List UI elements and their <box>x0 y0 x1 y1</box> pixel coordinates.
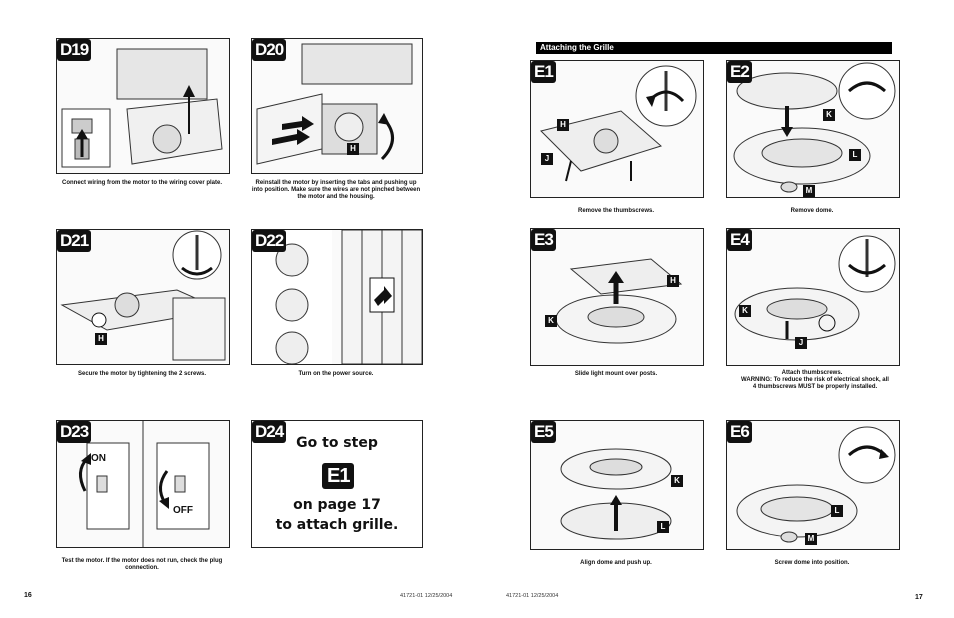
step-badge: E2 <box>727 61 752 83</box>
step-caption: Slide light mount over posts. <box>574 371 658 377</box>
remove-thumbscrews-illustration <box>540 65 697 182</box>
callout-m: M <box>803 185 815 197</box>
step-caption: Connect wiring from the motor to the wir… <box>61 180 222 186</box>
step-badge: D19 <box>57 39 92 61</box>
right-footer-id: 41721-01 12/25/2004 <box>506 593 559 599</box>
step-caption: Secure the motor by tightening the 2 scr… <box>77 371 207 377</box>
callout-h: H <box>95 333 107 345</box>
goto-line-3: to attach grille. <box>275 517 399 533</box>
callout-h: H <box>347 143 359 155</box>
motor-screws-illustration <box>60 230 226 361</box>
callout-h: H <box>557 119 569 131</box>
breaker-panel-illustration <box>252 230 422 364</box>
step-e6-illustration: E6 L M <box>726 420 900 550</box>
wall-switch-illustration <box>79 421 210 547</box>
right-page-number: 17 <box>915 594 923 601</box>
goto-line-2: on page 17 <box>293 497 381 513</box>
step-d20-illustration: D20 H <box>251 38 423 174</box>
callout-k: K <box>545 315 557 327</box>
motor-reinstall-illustration <box>256 43 413 165</box>
step-e2-illustration: E2 K L M <box>726 60 900 198</box>
remove-dome-illustration <box>733 62 896 193</box>
callout-j: J <box>795 337 807 349</box>
step-badge: D20 <box>252 39 287 61</box>
step-badge: E3 <box>531 229 556 251</box>
step-badge: D23 <box>57 421 92 443</box>
step-caption: Screw dome into position. <box>774 560 850 566</box>
step-d19-illustration: D19 <box>56 38 230 174</box>
callout-k: K <box>823 109 835 121</box>
step-caption: Remove dome. <box>790 208 834 214</box>
callout-h: H <box>667 275 679 287</box>
goto-line-1: Go to step <box>296 435 378 451</box>
left-footer-id: 41721-01 12/25/2004 <box>400 593 453 599</box>
step-d23-illustration: D23 ON OFF <box>56 420 230 548</box>
callout-m: M <box>805 533 817 545</box>
step-caption: Attach thumbscrews. <box>781 370 843 376</box>
slide-mount-illustration <box>555 258 683 344</box>
step-badge: D21 <box>57 230 92 252</box>
step-e4-illustration: E4 K J <box>726 228 900 366</box>
callout-l: L <box>849 149 861 161</box>
step-caption: Reinstall the motor by inserting the tab… <box>251 180 421 200</box>
step-caption: Remove the thumbscrews. <box>577 208 655 214</box>
step-d24-goto-box: D24 Go to step E1 on page 17 to attach g… <box>251 420 423 548</box>
attach-thumbscrews-illustration <box>734 235 896 341</box>
step-badge: E6 <box>727 421 752 443</box>
step-e1-illustration: E1 H J <box>530 60 704 198</box>
step-e3-illustration: E3 H K <box>530 228 704 366</box>
motor-wiring-illustration <box>61 48 223 168</box>
callout-k: K <box>671 475 683 487</box>
step-e5-illustration: E5 K L <box>530 420 704 550</box>
callout-k: K <box>739 305 751 317</box>
callout-l: L <box>831 505 843 517</box>
step-badge: D22 <box>252 230 287 252</box>
step-warning: WARNING: To reduce the risk of electrica… <box>741 377 889 390</box>
step-d21-illustration: D21 H <box>56 229 230 365</box>
switch-on-label: ON <box>91 453 106 464</box>
screw-dome-illustration <box>736 426 896 543</box>
step-caption: Test the motor. If the motor does not ru… <box>61 558 223 571</box>
step-caption: Turn on the power source. <box>298 371 374 377</box>
step-badge: E4 <box>727 229 752 251</box>
section-title: Attaching the Grille <box>536 42 892 54</box>
callout-j: J <box>541 153 553 165</box>
step-badge: E5 <box>531 421 556 443</box>
step-d22-illustration: D22 <box>251 229 423 365</box>
left-page-number: 16 <box>24 592 32 599</box>
goto-step-badge[interactable]: E1 <box>322 463 355 489</box>
step-badge: D24 <box>252 421 287 443</box>
step-badge: E1 <box>531 61 556 83</box>
switch-off-label: OFF <box>173 505 193 516</box>
step-caption: Align dome and push up. <box>580 560 652 566</box>
callout-l: L <box>657 521 669 533</box>
align-dome-illustration <box>560 448 672 540</box>
